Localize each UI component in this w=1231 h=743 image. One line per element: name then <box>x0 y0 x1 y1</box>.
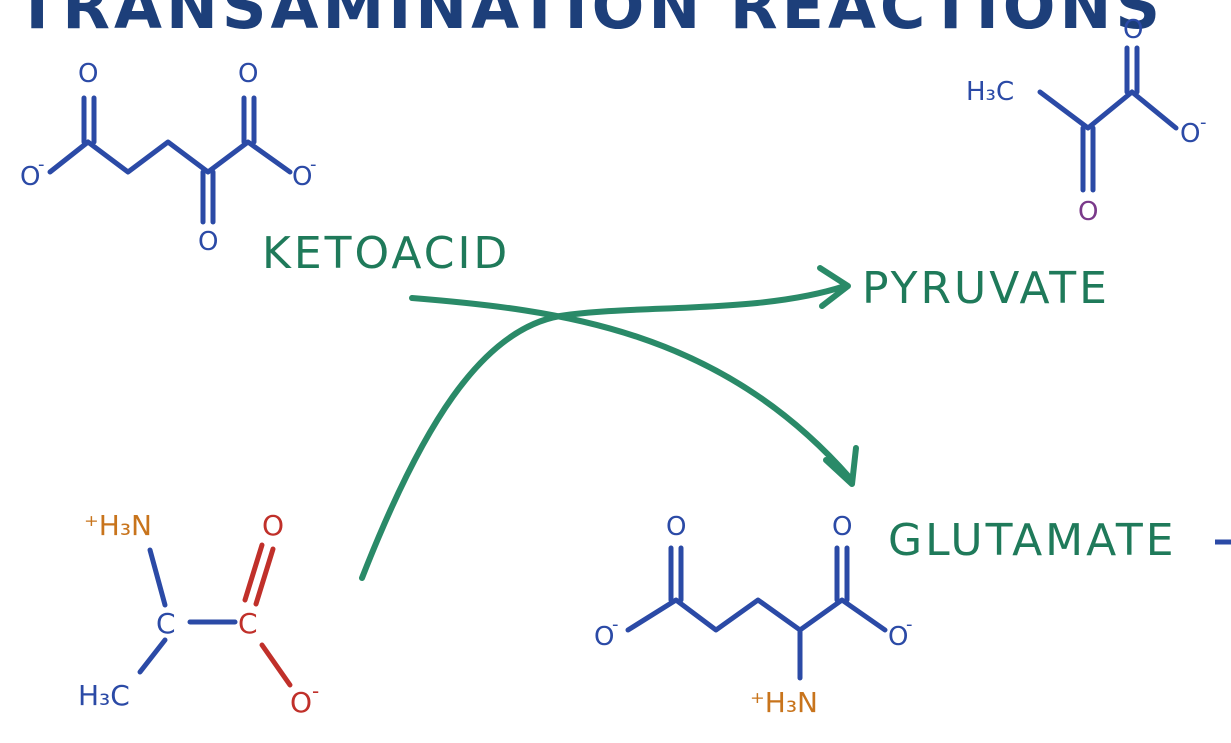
page-title: TRANSAMINATION REACTIONS <box>16 0 1164 43</box>
pyruvate-o-top: O <box>1123 15 1143 45</box>
glutamate-o-top-left: O <box>666 512 686 542</box>
pyruvate-molecule <box>1037 45 1179 131</box>
glutamate-atoms: O O O - O - ⁺H₃N <box>594 512 913 719</box>
glutamate-charge-right: - <box>906 614 913 635</box>
pyruvate-label: PYRUVATE <box>862 263 1110 314</box>
ketoacid-molecule <box>47 95 293 225</box>
alanine-h3n: ⁺H₃N <box>84 509 152 542</box>
alanine-o-minus: O <box>290 686 312 719</box>
ketoacid-o-minus-right: O <box>292 162 312 192</box>
ketoacid-atoms: O O O O - O - <box>20 59 317 257</box>
alanine-c-alpha: C <box>156 607 176 640</box>
pyruvate-o-bottom: O <box>1078 197 1098 227</box>
glutamate-o-minus-left: O <box>594 622 614 652</box>
glutamate-o-minus-right: O <box>888 622 908 652</box>
ketoacid-o-top-right: O <box>238 59 258 89</box>
alanine-molecule <box>137 542 293 688</box>
ketoacid-charge-left: - <box>38 154 45 175</box>
pyruvate-charge: - <box>1200 112 1207 133</box>
glutamate-label: GLUTAMATE <box>888 515 1177 566</box>
pyruvate-o-minus: O <box>1180 119 1200 149</box>
glutamate-h3n: ⁺H₃N <box>750 686 818 719</box>
ketoacid-o-bottom: O <box>198 227 218 257</box>
reaction-arrows <box>359 265 859 581</box>
ketoacid-o-minus-left: O <box>20 162 40 192</box>
alanine-o-top: O <box>262 509 284 542</box>
pyruvate-h3c: H₃C <box>966 77 1014 107</box>
glutamate-molecule <box>625 545 888 681</box>
alanine-c-carboxyl: C <box>238 607 258 640</box>
glutamate-o-top-right: O <box>832 512 852 542</box>
glutamate-charge-left: - <box>612 614 619 635</box>
pyruvate-atoms: H₃C O O O - <box>966 15 1207 227</box>
pyruvate-keto-bond <box>1080 125 1096 193</box>
ketoacid-o-top-left: O <box>78 59 98 89</box>
ketoacid-charge-right: - <box>310 154 317 175</box>
alanine-h3c: H₃C <box>78 679 130 712</box>
ketoacid-label: KETOACID <box>262 228 510 279</box>
alanine-charge: - <box>312 679 319 703</box>
alanine-atoms: ⁺H₃N C C H₃C O O - <box>78 509 319 719</box>
